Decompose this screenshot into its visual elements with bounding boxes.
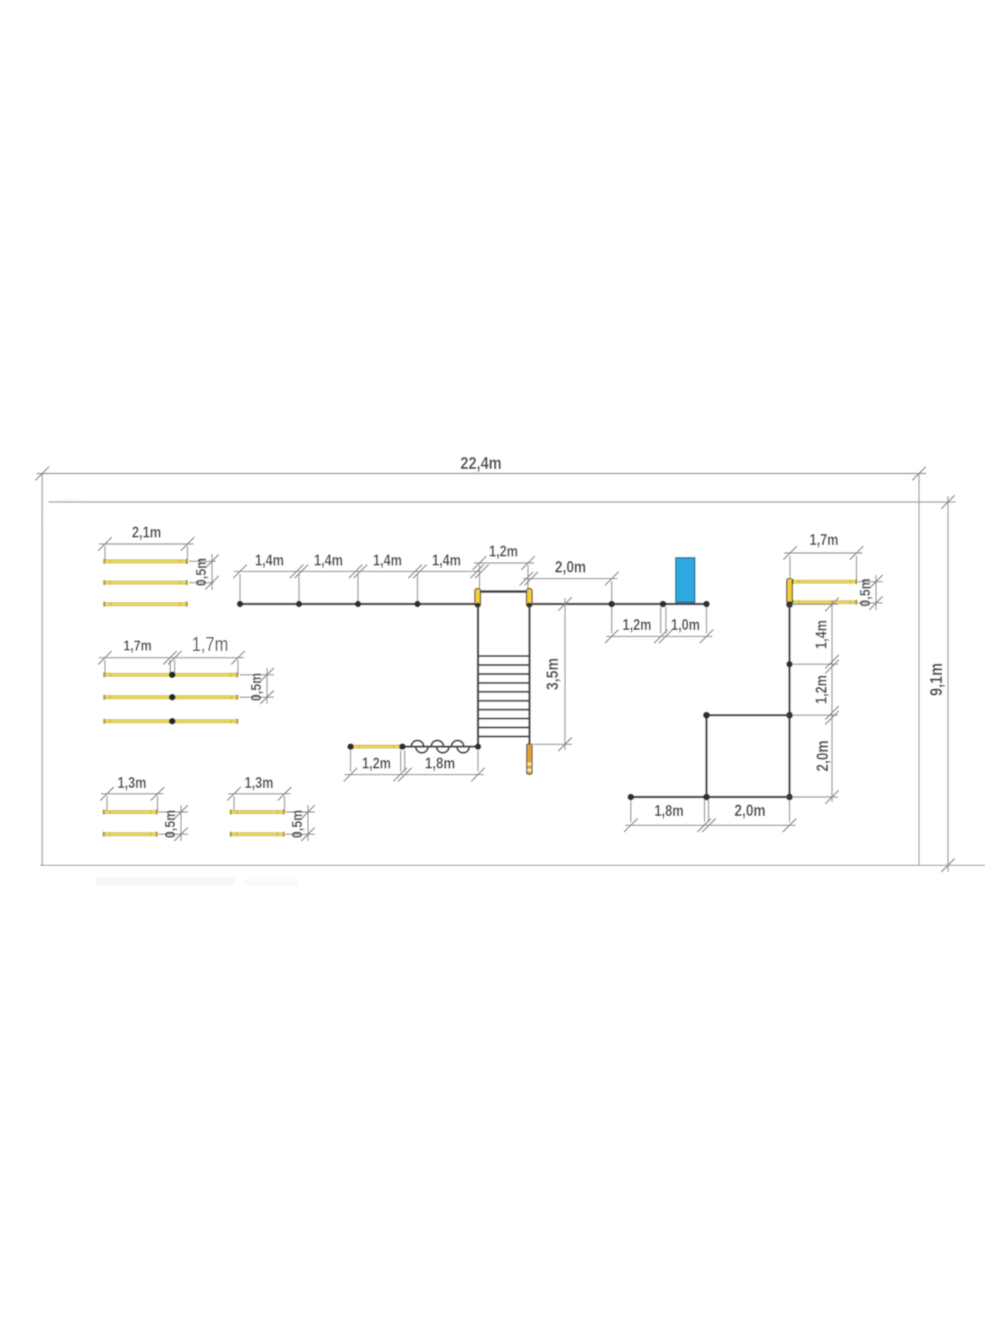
svg-text:0,5m: 0,5m [162, 810, 178, 838]
svg-text:1,7m: 1,7m [810, 531, 839, 548]
svg-text:3,5m: 3,5m [544, 658, 562, 690]
svg-text:0,5m: 0,5m [248, 673, 264, 701]
svg-text:1,8m: 1,8m [425, 755, 455, 772]
svg-text:1,3m: 1,3m [118, 774, 147, 791]
svg-text:1,4m: 1,4m [314, 551, 343, 568]
svg-text:1,2m: 1,2m [489, 542, 518, 559]
svg-text:1,4m: 1,4m [812, 620, 829, 649]
svg-text:2,1m: 2,1m [132, 524, 161, 541]
svg-text:1,8m: 1,8m [654, 803, 683, 820]
svg-text:1,7m: 1,7m [123, 637, 151, 653]
svg-text:22,4m: 22,4m [460, 454, 501, 474]
svg-text:2,0m: 2,0m [555, 558, 586, 576]
svg-text:1,3m: 1,3m [245, 774, 274, 791]
svg-text:1,4m: 1,4m [432, 551, 461, 568]
svg-text:1,2m: 1,2m [623, 616, 652, 633]
svg-text:1,4m: 1,4m [373, 551, 402, 568]
svg-text:9,1m: 9,1m [927, 663, 947, 696]
svg-text:1,2m: 1,2m [812, 675, 829, 704]
svg-text:1,2m: 1,2m [362, 754, 391, 771]
svg-text:2,0m: 2,0m [814, 740, 832, 771]
svg-text:1,7m: 1,7m [192, 632, 228, 655]
svg-text:1,4m: 1,4m [255, 551, 284, 568]
svg-text:0,5m: 0,5m [289, 810, 305, 838]
svg-text:0,5m: 0,5m [193, 558, 209, 586]
svg-text:0,5m: 0,5m [857, 578, 873, 606]
svg-text:2,0m: 2,0m [734, 802, 765, 820]
svg-text:1,0m: 1,0m [671, 616, 700, 633]
